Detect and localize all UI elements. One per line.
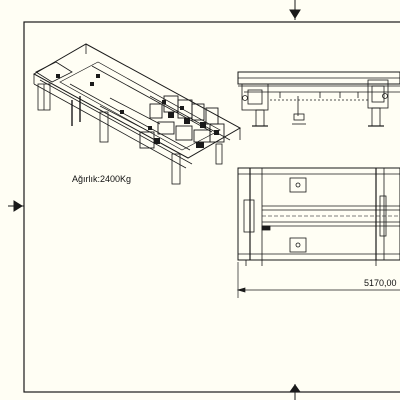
- top-view: [237, 167, 400, 266]
- weight-note: Ağırlık:2400Kg: [72, 174, 132, 184]
- center-arrow-left-icon: [8, 200, 24, 212]
- front-view: [237, 71, 400, 127]
- center-arrow-top-icon: [289, 0, 301, 20]
- drawing-border: [23, 21, 400, 393]
- isometric-view: [32, 43, 242, 185]
- overall-length-dimension-text: 5170,00: [364, 278, 397, 288]
- length-dimension: [236, 262, 400, 298]
- center-arrow-bottom-icon: [289, 384, 301, 400]
